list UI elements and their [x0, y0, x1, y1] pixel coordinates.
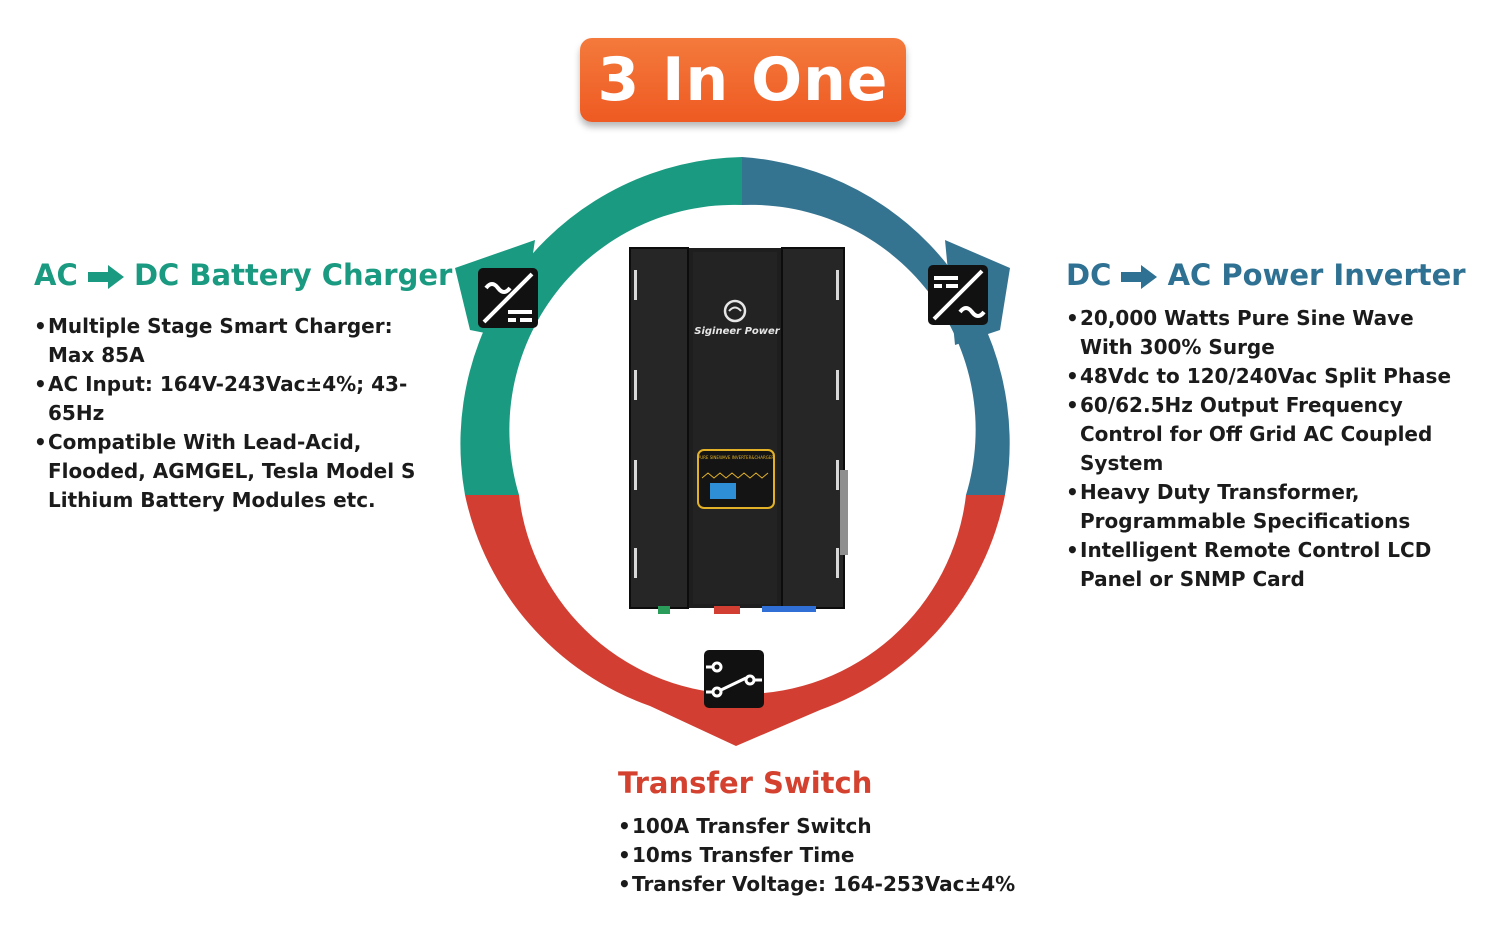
inverter-title: DC AC Power Inverter [1066, 258, 1466, 292]
list-item: 60/62.5Hz Output Frequency Control for O… [1066, 391, 1456, 478]
charger-title-to: DC Battery Charger [133, 258, 453, 292]
charger-title-from: AC [34, 258, 78, 292]
list-item: Multiple Stage Smart Charger: Max 85A [34, 312, 434, 370]
arrow-right-icon [1121, 265, 1158, 289]
banner-title: 3 In One [597, 45, 889, 115]
list-item: Intelligent Remote Control LCD Panel or … [1066, 536, 1456, 594]
charger-title: AC DC Battery Charger [34, 258, 452, 292]
inverter-section: DC AC Power Inverter 20,000 Watts Pure S… [1066, 258, 1466, 594]
charger-section: AC DC Battery Charger Multiple Stage Sma… [34, 258, 452, 515]
product-brand: Sigineer Power [694, 326, 781, 337]
transfer-bullet-list: 100A Transfer Switch 10ms Transfer Time … [618, 812, 1038, 899]
list-item: Compatible With Lead-Acid, Flooded, AGMG… [34, 428, 434, 515]
list-item: Heavy Duty Transformer, Programmable Spe… [1066, 478, 1456, 536]
ac-to-dc-icon [478, 268, 538, 328]
inverter-title-to: AC Power Inverter [1167, 258, 1466, 292]
list-item: AC Input: 164V-243Vac±4%; 43-65Hz [34, 370, 434, 428]
list-item: 48Vdc to 120/240Vac Split Phase [1066, 362, 1456, 391]
dc-to-ac-icon [928, 265, 988, 325]
list-item: 20,000 Watts Pure Sine Wave With 300% Su… [1066, 304, 1456, 362]
inverter-bullet-list: 20,000 Watts Pure Sine Wave With 300% Su… [1066, 304, 1456, 594]
product-panel-label: PURE SINEWAVE INVERTER&CHARGER [698, 455, 775, 460]
arrow-right-icon [87, 265, 124, 289]
list-item: Transfer Voltage: 164-253Vac±4% [618, 870, 1038, 899]
list-item: 10ms Transfer Time [618, 841, 1038, 870]
ring-segment-transfer [465, 495, 1005, 746]
charger-bullet-list: Multiple Stage Smart Charger: Max 85A AC… [34, 312, 434, 515]
inverter-title-from: DC [1066, 258, 1112, 292]
list-item: 100A Transfer Switch [618, 812, 1038, 841]
title-banner: 3 In One [580, 38, 906, 122]
transfer-title: Transfer Switch [618, 766, 873, 800]
transfer-switch-icon [704, 650, 764, 708]
transfer-section: Transfer Switch 100A Transfer Switch 10m… [618, 766, 1038, 899]
inverter-product-image: Sigineer Power PURE SINEWAVE INVERTER&CH… [629, 247, 848, 614]
